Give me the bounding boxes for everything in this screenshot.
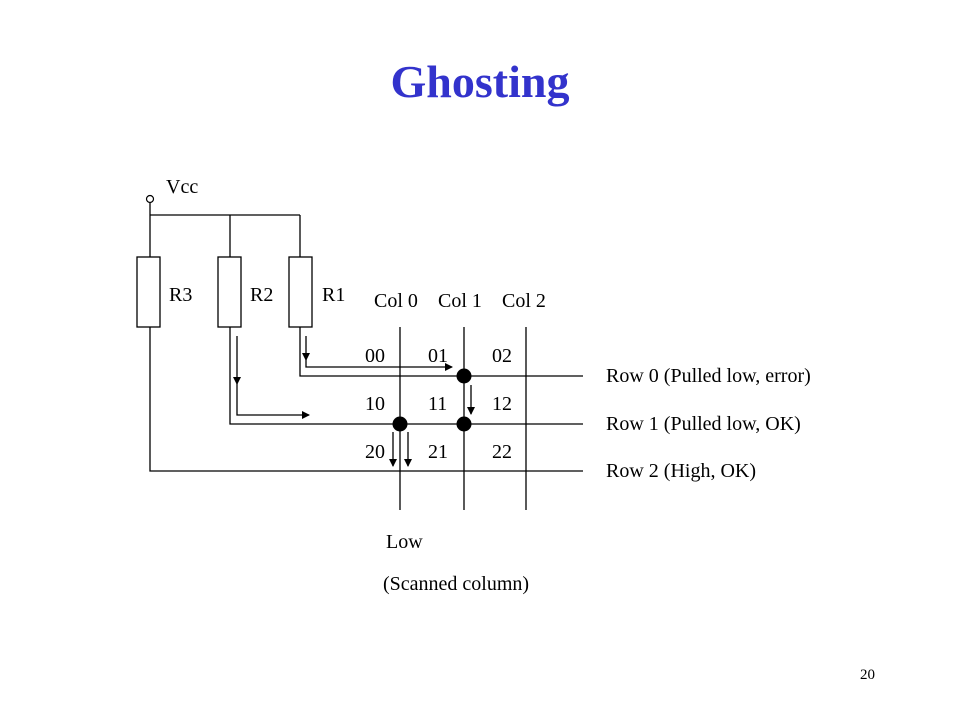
scanned-column-caption: (Scanned column) <box>383 573 529 595</box>
key-22-label: 22 <box>492 441 512 463</box>
resistor-r1-label: R1 <box>322 284 345 306</box>
row-0-wire <box>299 327 583 377</box>
key-21-label: 21 <box>428 441 448 463</box>
scanned-state-label: Low <box>386 531 423 553</box>
col-1-label: Col 1 <box>438 290 482 312</box>
vcc-label: Vcc <box>166 176 198 198</box>
row-labels: Row 0 (Pulled low, error) Row 1 (Pulled … <box>606 365 811 482</box>
vcc-terminal-icon <box>145 194 155 204</box>
arrow-row1-to-key10 <box>236 384 310 419</box>
resistor-r2-label: R2 <box>250 284 273 306</box>
resistor-r2-icon <box>217 256 242 328</box>
pressed-key-10-dot <box>392 416 408 432</box>
key-labels: 00 01 02 10 11 12 20 21 22 <box>365 345 512 463</box>
pressed-keys <box>392 368 472 432</box>
key-20-label: 20 <box>365 441 385 463</box>
resistor-r3-icon <box>136 256 161 328</box>
col-0-label: Col 0 <box>374 290 418 312</box>
key-00-label: 00 <box>365 345 385 367</box>
resistor-r3: R3 <box>136 256 192 328</box>
vcc-supply: Vcc <box>145 176 301 257</box>
resistor-r3-label: R3 <box>169 284 192 306</box>
resistor-r1-icon <box>288 256 313 328</box>
pressed-key-01-dot <box>456 368 472 384</box>
arrow-row0-to-key01 <box>305 360 453 371</box>
current-path-arrows <box>233 336 475 467</box>
key-11-label: 11 <box>428 393 447 415</box>
resistor-r2: R2 <box>217 256 273 328</box>
key-02-label: 02 <box>492 345 512 367</box>
row-2-wire <box>149 327 583 472</box>
row-0-label: Row 0 (Pulled low, error) <box>606 365 811 387</box>
pressed-key-11-dot <box>456 416 472 432</box>
row-1-label: Row 1 (Pulled low, OK) <box>606 413 801 435</box>
slide-title: Ghosting <box>391 56 570 107</box>
row-2-label: Row 2 (High, OK) <box>606 460 756 482</box>
resistor-r1: R1 <box>288 256 345 328</box>
key-12-label: 12 <box>492 393 512 415</box>
key-01-label: 01 <box>428 345 448 367</box>
column-labels: Col 0 Col 1 Col 2 <box>374 290 546 312</box>
col-2-label: Col 2 <box>502 290 546 312</box>
key-10-label: 10 <box>365 393 385 415</box>
page-number: 20 <box>860 667 875 683</box>
